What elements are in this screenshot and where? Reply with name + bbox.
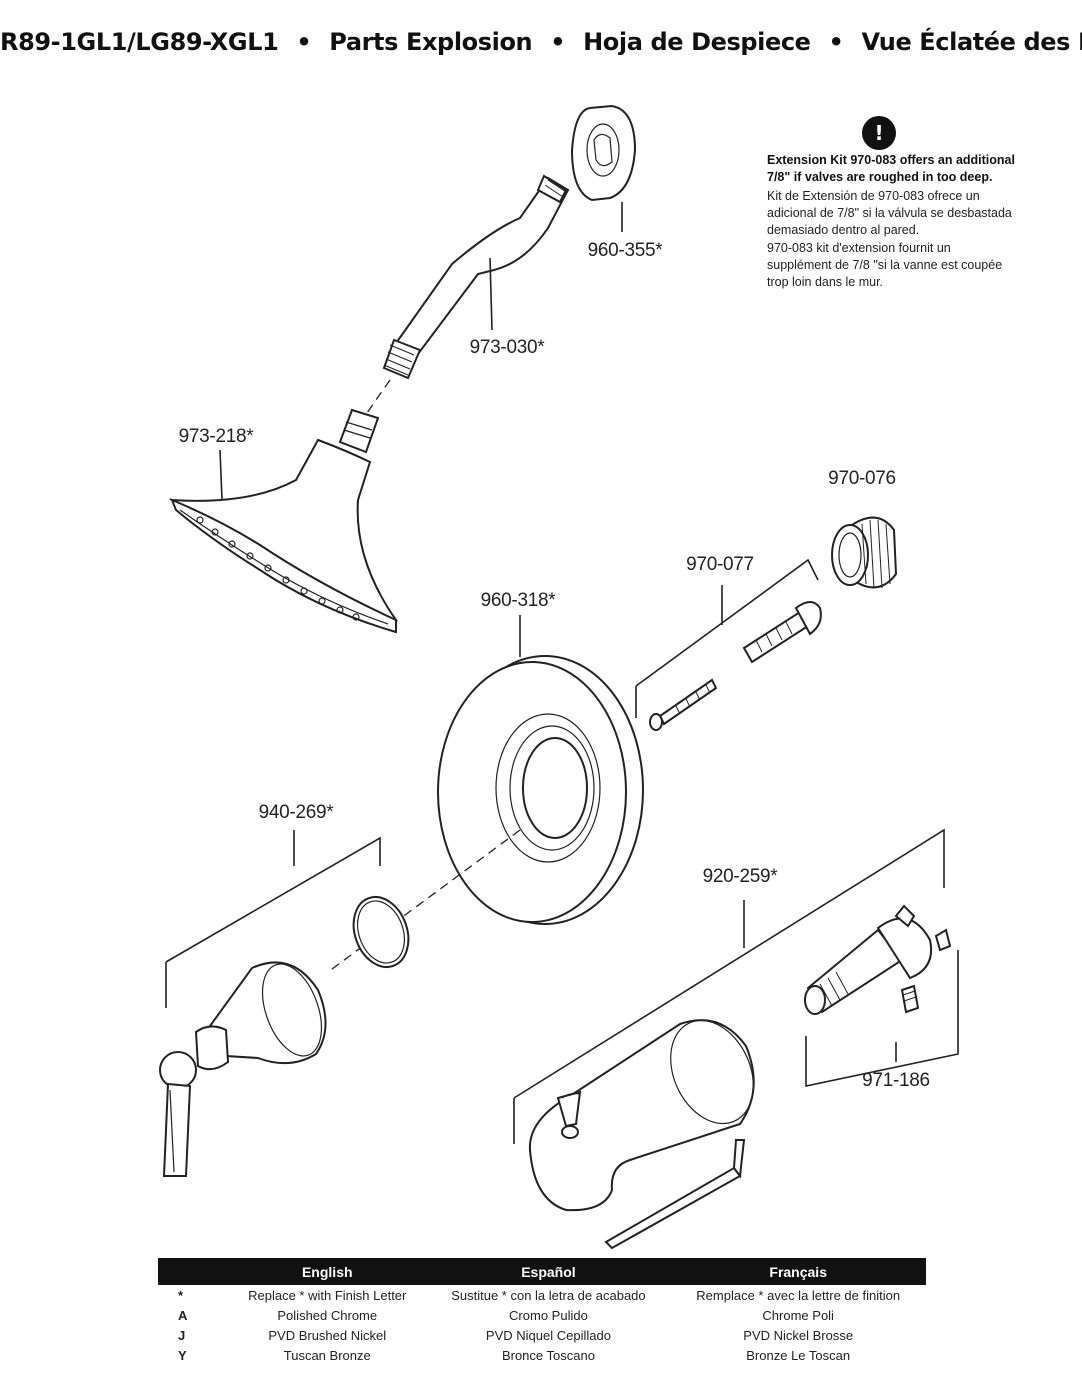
page-title: R89-1GL1/LG89-XGL1 • Parts Explosion • H… — [0, 28, 1082, 56]
part-label-960-318: 960-318* — [481, 590, 557, 611]
legend-spanish: Bronce Toscano — [501, 1347, 595, 1363]
legend-symbol: A — [178, 1307, 188, 1323]
legend-french: Chrome Poli — [762, 1307, 834, 1323]
title-french: Vue Éclatée des Pièces — [861, 28, 1082, 56]
legend-french: PVD Nickel Brosse — [743, 1327, 854, 1343]
shower-head — [168, 408, 399, 634]
tub-spout — [528, 1019, 755, 1212]
part-label-973-030: 973-030* — [470, 337, 546, 358]
finish-legend-table: English Español Français * Replace * wit… — [158, 1258, 926, 1365]
part-label-940-269: 940-269* — [259, 802, 335, 823]
shower-arm-flange — [570, 104, 637, 202]
lever-handle — [159, 961, 327, 1177]
legend-symbol: * — [178, 1287, 184, 1303]
legend-symbol: J — [178, 1327, 186, 1343]
part-label-960-355: 960-355* — [588, 240, 664, 261]
title-separator: • — [550, 28, 566, 56]
set-screw — [900, 984, 920, 1014]
note-french: 970-083 kit d'extension fournit un suppl… — [767, 241, 1003, 289]
legend-english: Replace * with Finish Letter — [248, 1287, 407, 1303]
legend-header-french: Français — [670, 1258, 926, 1285]
part-label-920-259: 920-259* — [703, 866, 779, 887]
title-spanish: Hoja de Despiece — [583, 28, 811, 56]
exploded-diagram: 960-355* 973-030* — [159, 104, 959, 1250]
legend-english: PVD Brushed Nickel — [268, 1327, 387, 1343]
note-english: Extension Kit 970-083 offers an addition… — [767, 153, 1015, 184]
title-separator: • — [828, 28, 844, 56]
part-label-970-076: 970-076 — [828, 468, 896, 489]
part-label-971-186: 971-186 — [862, 1070, 930, 1091]
legend-french: Bronze Le Toscan — [746, 1347, 851, 1363]
legend-header-english: English — [228, 1258, 427, 1285]
extension-kit-note: Extension Kit 970-083 offers an addition… — [767, 152, 1017, 292]
legend-row: Y Tuscan Bronze Bronce Toscano Bronze Le… — [158, 1345, 926, 1365]
legend-row: * Replace * with Finish Letter Sustitue … — [158, 1285, 926, 1305]
legend-header-spanish: Español — [426, 1258, 671, 1285]
part-label-973-218: 973-218* — [179, 426, 255, 447]
escutcheon-plate — [437, 655, 644, 925]
note-spanish: Kit de Extensión de 970-083 ofrece un ad… — [767, 189, 1012, 237]
bonnet-nut — [831, 516, 898, 589]
part-label-970-077: 970-077 — [686, 554, 754, 575]
title-english: Parts Explosion — [329, 28, 533, 56]
handle-screw — [649, 601, 822, 731]
legend-symbol: Y — [178, 1347, 187, 1363]
legend-header-row: English Español Français — [158, 1258, 926, 1285]
title-separator: • — [296, 28, 312, 56]
allen-wrench — [604, 1139, 746, 1250]
o-ring — [352, 896, 410, 968]
legend-english: Polished Chrome — [277, 1307, 378, 1323]
legend-french: Remplace * avec la lettre de finition — [696, 1287, 901, 1303]
shower-arm — [382, 174, 570, 380]
legend-english: Tuscan Bronze — [283, 1347, 371, 1363]
warning-icon: ! — [862, 116, 896, 150]
legend-spanish: PVD Niquel Cepillado — [485, 1327, 611, 1343]
legend-row: J PVD Brushed Nickel PVD Niquel Cepillad… — [158, 1325, 926, 1345]
legend-spanish: Sustitue * con la letra de acabado — [451, 1287, 646, 1303]
legend-row: A Polished Chrome Cromo Pulido Chrome Po… — [158, 1305, 926, 1325]
diverter-cartridge — [804, 904, 952, 1015]
legend-header-symbol — [158, 1258, 228, 1285]
title-model: R89-1GL1/LG89-XGL1 — [0, 28, 279, 56]
legend-spanish: Cromo Pulido — [509, 1307, 588, 1323]
